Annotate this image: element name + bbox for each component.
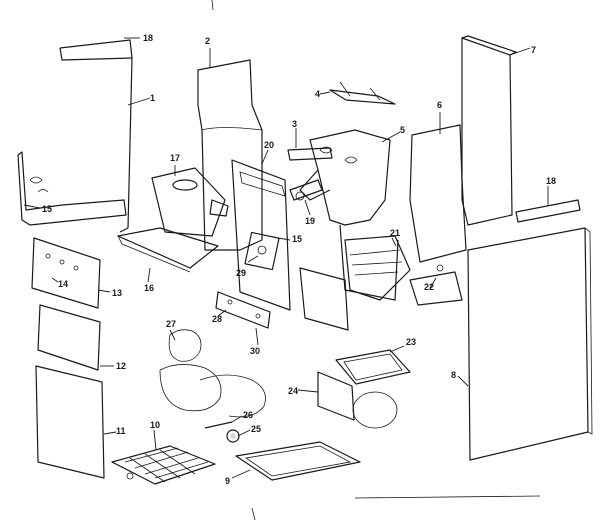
part-23-filter-tray bbox=[335, 349, 411, 385]
part-13-access-panel bbox=[31, 237, 101, 309]
callout-23: 23 bbox=[406, 337, 416, 347]
part-18-top-trim bbox=[515, 199, 581, 223]
part-8-front-door bbox=[467, 227, 593, 461]
part-24-blower-motor bbox=[317, 371, 398, 429]
callout-9: 9 bbox=[225, 476, 230, 486]
callout-4: 4 bbox=[315, 89, 320, 99]
part-21-burner-assembly bbox=[299, 235, 411, 331]
callout-8: 8 bbox=[451, 370, 456, 380]
part-7-right-side-panel bbox=[461, 35, 517, 226]
callout-1: 1 bbox=[150, 93, 155, 103]
part-12-panel bbox=[37, 304, 101, 371]
callout-24: 24 bbox=[288, 386, 298, 396]
part-17-blower-housing bbox=[151, 167, 229, 237]
part-16-shelf bbox=[117, 227, 219, 273]
part-4-bracket bbox=[329, 81, 396, 105]
scan-mark-bottom bbox=[251, 507, 256, 520]
part-2-back-panel bbox=[197, 59, 263, 251]
part-5-heat-exchanger bbox=[287, 129, 399, 301]
part-20-control-panel bbox=[231, 159, 291, 311]
callout-5: 5 bbox=[400, 125, 405, 135]
part-9-base-pan bbox=[235, 441, 361, 481]
callout-11: 11 bbox=[116, 426, 126, 436]
callout-17: 17 bbox=[170, 153, 180, 163]
callout-20: 20 bbox=[264, 140, 274, 150]
callout-25: 25 bbox=[251, 424, 261, 434]
callout-13: 13 bbox=[112, 288, 122, 298]
callout-15-right: 15 bbox=[292, 234, 302, 244]
scan-mark-top bbox=[211, 0, 214, 11]
callout-26: 26 bbox=[243, 410, 253, 420]
callout-21: 21 bbox=[390, 228, 400, 238]
callout-30: 30 bbox=[250, 346, 260, 356]
leader-lines bbox=[23, 37, 549, 479]
callout-19: 19 bbox=[305, 216, 315, 226]
callout-29: 29 bbox=[236, 268, 246, 278]
callout-10: 10 bbox=[150, 420, 160, 430]
part-22-sensor bbox=[409, 264, 463, 306]
part-19-gas-valve bbox=[289, 179, 323, 201]
callout-12: 12 bbox=[116, 361, 126, 371]
part-10-filter-grid bbox=[111, 445, 216, 485]
callout-14: 14 bbox=[58, 279, 68, 289]
part-1-cabinet-side bbox=[17, 39, 133, 233]
callout-15-left: 15 bbox=[42, 204, 52, 214]
baseline-rule bbox=[354, 495, 541, 499]
callout-3: 3 bbox=[292, 119, 297, 129]
callout-2: 2 bbox=[205, 36, 210, 46]
callout-6: 6 bbox=[437, 100, 442, 110]
callout-27: 27 bbox=[166, 319, 176, 329]
callout-7: 7 bbox=[531, 45, 536, 55]
part-25-26-fasteners bbox=[204, 421, 240, 443]
part-27-blower-wheel bbox=[159, 329, 266, 418]
callout-16: 16 bbox=[144, 283, 154, 293]
callout-28: 28 bbox=[212, 314, 222, 324]
callout-22: 22 bbox=[424, 282, 434, 292]
part-6-inner-panel bbox=[409, 124, 467, 263]
part-30-bracket bbox=[215, 291, 271, 329]
part-11-lower-door bbox=[35, 365, 105, 479]
callout-18-top: 18 bbox=[143, 33, 153, 43]
callout-labels: 18 2 7 1 4 3 5 6 17 20 19 15 15 18 21 14… bbox=[42, 33, 556, 486]
callout-18-right: 18 bbox=[546, 176, 556, 186]
